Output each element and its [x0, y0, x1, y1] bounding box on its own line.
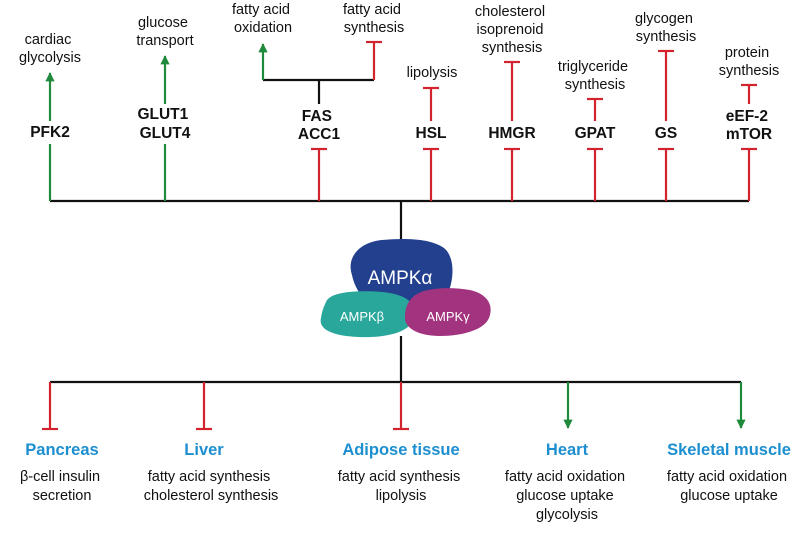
target-fas-acc1: FAS ACC1 fatty acid oxidation fatty acid…	[232, 2, 405, 201]
effect-label-fatty-acid-synthesis: fatty acid synthesis	[343, 2, 405, 36]
tissue-effects-adipose: fatty acid synthesis lipolysis	[338, 469, 465, 504]
ampk-beta-blob	[320, 291, 415, 338]
effect-label-cardiac-glycolysis: cardiac glycolysis	[19, 32, 81, 66]
effect-label-cholesterol-isoprenoid-synthesis: cholesterol isoprenoid synthesis	[475, 4, 549, 56]
bottom-backbone	[50, 336, 741, 384]
tissue-adipose: Adipose tissue fatty acid synthesis lipo…	[338, 382, 465, 504]
ampk-beta-label: AMPKβ	[340, 309, 384, 324]
effect-label-protein-synthesis: protein synthesis	[719, 45, 779, 79]
effect-label-fatty-acid-oxidation: fatty acid oxidation	[232, 2, 294, 36]
target-pfk2: PFK2 cardiac glycolysis	[19, 32, 81, 201]
tissue-label-heart: Heart	[546, 441, 589, 459]
tissue-skeletal-muscle: Skeletal muscle fatty acid oxidation glu…	[667, 382, 791, 504]
effect-label-glucose-transport: glucose transport	[136, 15, 193, 49]
tissue-label-skeletal-muscle: Skeletal muscle	[667, 441, 791, 459]
tissue-label-pancreas: Pancreas	[25, 441, 98, 459]
target-hmgr: HMGR cholesterol isoprenoid synthesis	[475, 4, 549, 201]
ampk-gamma-blob	[405, 288, 491, 336]
tissue-label-liver: Liver	[184, 441, 224, 459]
gene-label-gs: GS	[655, 125, 677, 142]
effect-label-lipolysis: lipolysis	[407, 65, 458, 81]
tissue-pancreas: Pancreas β-cell insulin secretion	[20, 382, 104, 504]
ampk-complex: AMPKα AMPKβ AMPKγ	[320, 238, 491, 338]
top-backbone	[50, 199, 749, 243]
target-gs: GS glycogen synthesis	[635, 11, 697, 201]
ampk-gamma-label: AMPKγ	[426, 309, 470, 324]
gene-label-hsl: HSL	[416, 125, 447, 142]
tissue-liver: Liver fatty acid synthesis cholesterol s…	[144, 382, 279, 504]
target-hsl: HSL lipolysis	[407, 65, 458, 201]
tissue-heart: Heart fatty acid oxidation glucose uptak…	[505, 382, 629, 523]
target-glut: GLUT1 GLUT4 glucose transport	[136, 15, 194, 201]
tissue-effects-heart: fatty acid oxidation glucose uptake glyc…	[505, 469, 629, 523]
ampk-alpha-label: AMPKα	[368, 268, 433, 289]
effect-label-triglyceride-synthesis: triglyceride synthesis	[558, 59, 632, 93]
target-gpat: GPAT triglyceride synthesis	[558, 59, 632, 201]
tissue-effects-pancreas: β-cell insulin secretion	[20, 469, 104, 504]
effect-label-glycogen-synthesis: glycogen synthesis	[635, 11, 697, 45]
gene-label-eef2-mtor: eEF-2 mTOR	[726, 108, 773, 143]
gene-label-fas-acc1: FAS ACC1	[298, 108, 341, 143]
gene-label-hmgr: HMGR	[488, 125, 535, 142]
target-eef2-mtor: eEF-2 mTOR protein synthesis	[719, 45, 779, 201]
gene-label-glut: GLUT1 GLUT4	[137, 106, 192, 142]
tissue-label-adipose-tissue: Adipose tissue	[342, 441, 459, 459]
tissue-effects-liver: fatty acid synthesis cholesterol synthes…	[144, 469, 279, 504]
gene-label-pfk2: PFK2	[30, 124, 70, 141]
tissue-effects-skeletal-muscle: fatty acid oxidation glucose uptake	[667, 469, 791, 504]
gene-label-gpat: GPAT	[575, 125, 616, 142]
